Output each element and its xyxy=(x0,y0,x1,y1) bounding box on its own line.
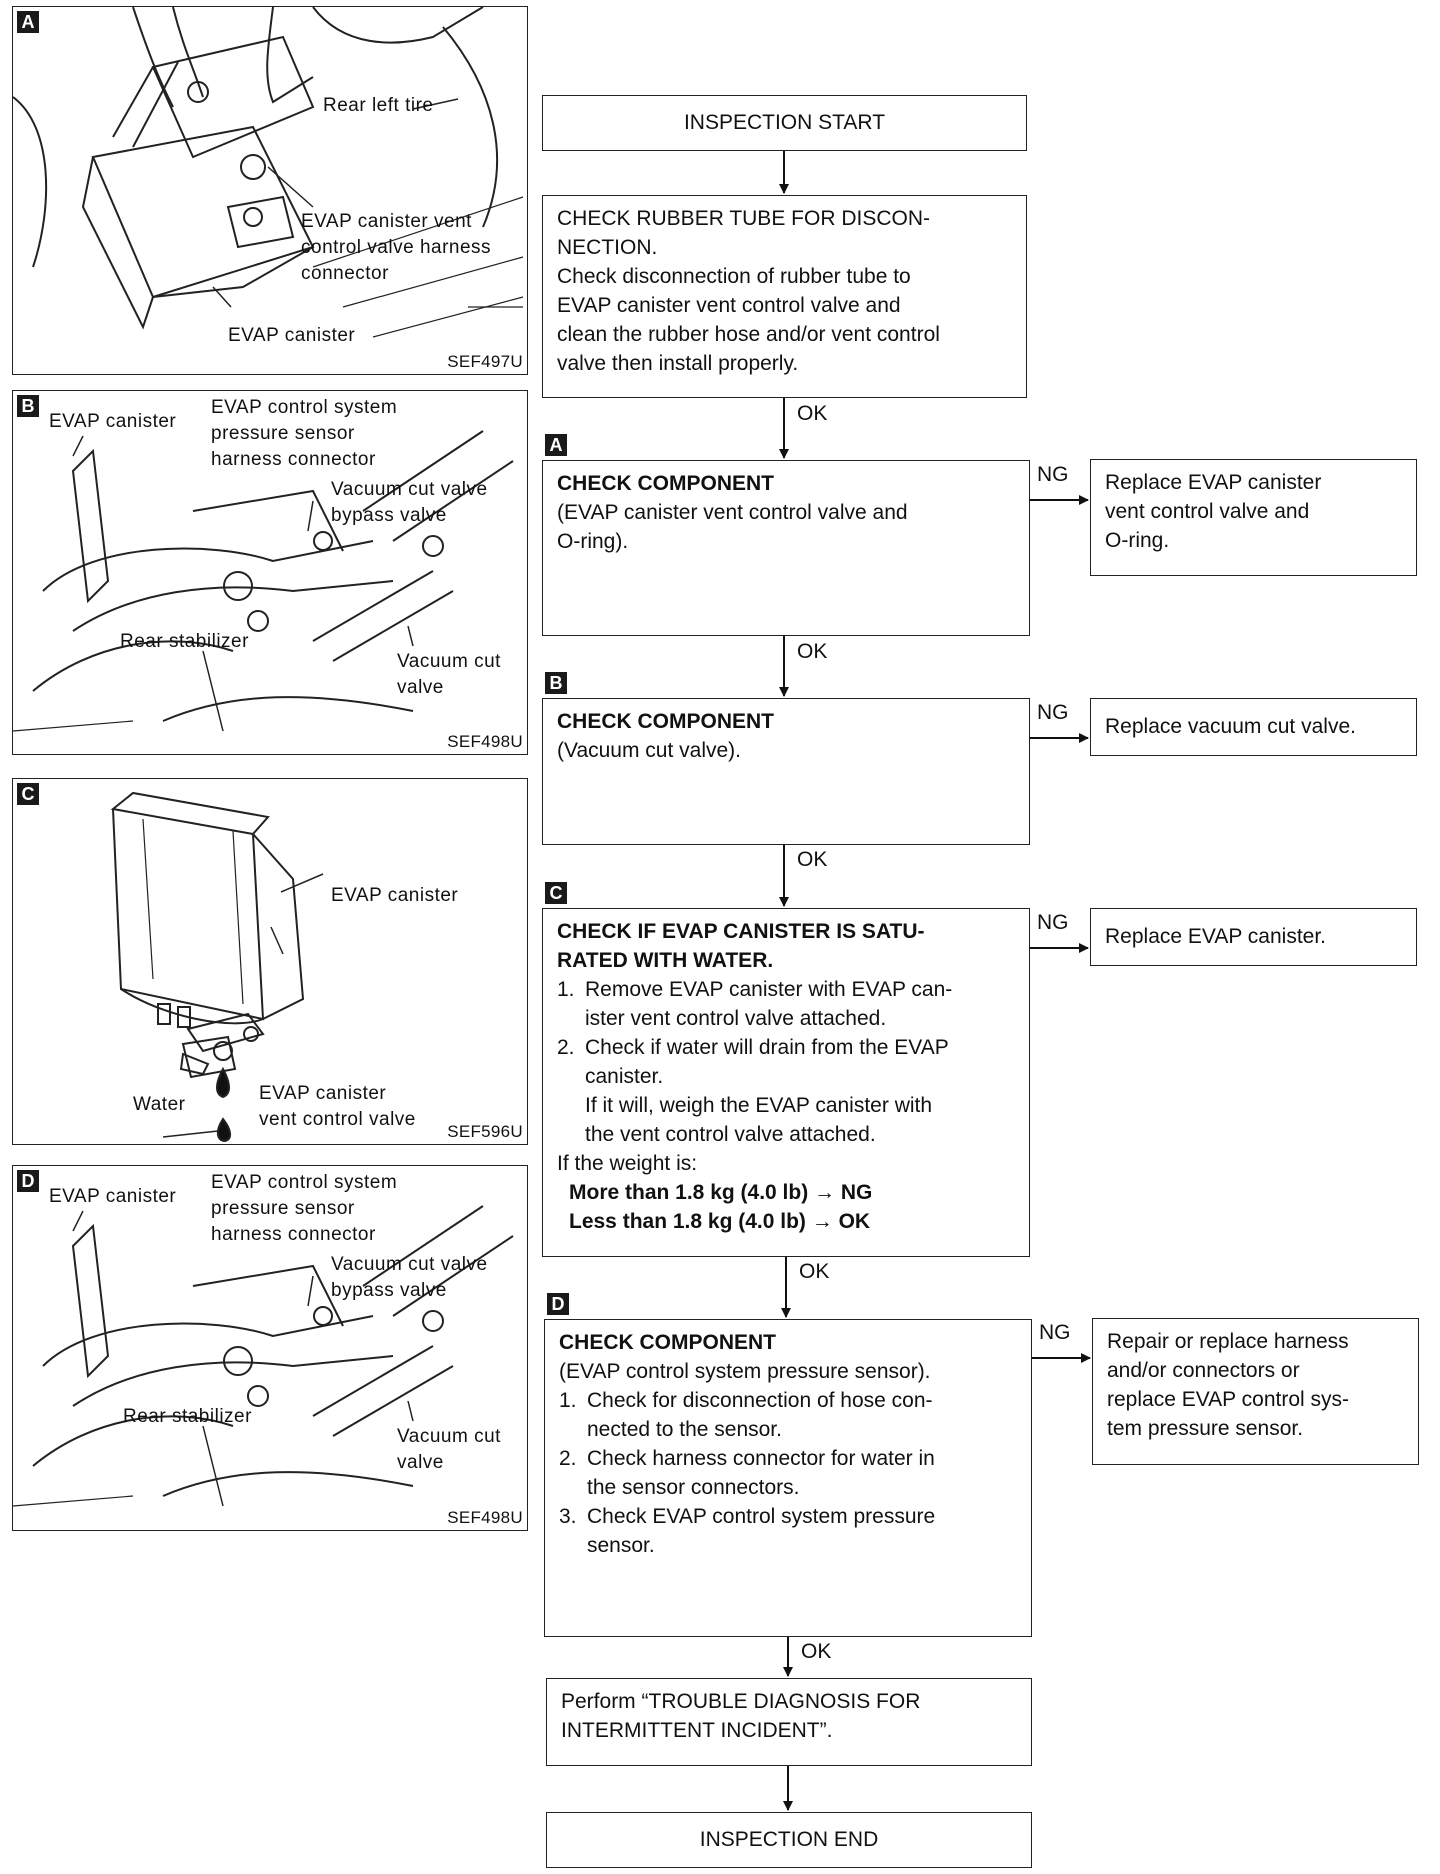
panel-a-tag: A xyxy=(17,11,39,33)
figure-code: SEF498U xyxy=(447,732,523,751)
step-a-tag: A xyxy=(545,434,567,456)
pressure-sensor-connector-label: EVAP control system pressure sensor harn… xyxy=(211,1172,398,1245)
saturation-check-steps: 1. Remove EVAP canister with EVAP can- i… xyxy=(557,975,1015,1149)
check-rubber-tube-body: Check disconnection of rubber tube to EV… xyxy=(557,265,940,375)
bypass-valve-label: Vacuum cut valve bypass valve xyxy=(331,1254,488,1301)
vacuum-cut-valve-illustration xyxy=(13,430,514,732)
ok-label: OK xyxy=(797,402,828,425)
step-number: 2. xyxy=(557,1036,575,1059)
inspection-start-box: INSPECTION START xyxy=(542,95,1027,151)
ok-label: OK xyxy=(801,1640,832,1663)
panel-d-tag: D xyxy=(17,1170,39,1192)
illustration-panel-c: C EVAP canister Water EVAP canister vent… xyxy=(12,778,528,1145)
step-c-tag: C xyxy=(545,882,567,904)
check-canister-saturated-title: CHECK IF EVAP CANISTER IS SATU- RATED WI… xyxy=(557,920,925,972)
weight-intro: If the weight is: xyxy=(557,1152,698,1175)
evap-vent-valve-illustration xyxy=(13,7,524,338)
ng-label: NG xyxy=(1037,463,1069,486)
perform-trouble-diagnosis-box: Perform “TROUBLE DIAGNOSIS FOR INTERMITT… xyxy=(546,1678,1032,1766)
vacuum-cut-valve-label: Vacuum cut valve xyxy=(397,1426,501,1473)
sensor-check-step: 3. Check EVAP control system pressure se… xyxy=(559,1502,1017,1560)
illustration-panel-b: B EVAP canister EVAP control system pres… xyxy=(12,390,528,755)
ng-label: NG xyxy=(1037,701,1069,724)
ok-label: OK xyxy=(799,1260,830,1283)
replace-vent-valve-box: Replace EVAP canister vent control valve… xyxy=(1090,459,1417,576)
weight-ng-criterion: More than 1.8 kg (4.0 lb) → NG xyxy=(569,1181,873,1204)
rear-stabilizer-label: Rear stabilizer xyxy=(120,631,249,652)
check-component-a-box: CHECK COMPONENT (EVAP canister vent cont… xyxy=(542,460,1030,636)
figure-code: SEF497U xyxy=(447,352,523,371)
bypass-valve-label: Vacuum cut valve bypass valve xyxy=(331,479,488,526)
pressure-sensor-connector-label: EVAP control system pressure sensor harn… xyxy=(211,397,398,470)
replace-vacuum-cut-valve-box: Replace vacuum cut valve. xyxy=(1090,698,1417,756)
check-component-b-box: CHECK COMPONENT (Vacuum cut valve). xyxy=(542,698,1030,845)
step-text: Check EVAP control system pressure senso… xyxy=(587,1505,936,1557)
step-number: 2. xyxy=(559,1447,577,1470)
inspection-end-box: INSPECTION END xyxy=(546,1812,1032,1868)
check-component-a-body: (EVAP canister vent control valve and O-… xyxy=(557,501,908,553)
evap-canister-label: EVAP canister xyxy=(49,1186,177,1207)
check-rubber-tube-box: CHECK RUBBER TUBE FOR DISCON- NECTION. C… xyxy=(542,195,1027,398)
step-text: Remove EVAP canister with EVAP can- iste… xyxy=(585,978,953,1030)
pressure-sensor-check-steps: 1. Check for disconnection of hose con- … xyxy=(559,1386,1017,1560)
repair-harness-box: Repair or replace harness and/or connect… xyxy=(1092,1318,1419,1465)
ng-label: NG xyxy=(1037,911,1069,934)
check-component-a-title: CHECK COMPONENT xyxy=(557,472,775,495)
evap-canister-label: EVAP canister xyxy=(49,411,177,432)
evap-canister-label: EVAP canister xyxy=(228,325,356,346)
pressure-sensor-illustration xyxy=(13,1205,514,1507)
vacuum-cut-valve-label: Vacuum cut valve xyxy=(397,651,501,698)
ok-label: OK xyxy=(797,848,828,871)
step-text: Check harness connector for water in the… xyxy=(587,1447,935,1499)
check-rubber-tube-title: CHECK RUBBER TUBE FOR DISCON- NECTION. xyxy=(557,207,930,259)
vent-control-valve-label: EVAP canister vent control valve xyxy=(259,1083,416,1130)
evap-canister-water-illustration xyxy=(110,791,324,1143)
saturation-step: 2. Check if water will drain from the EV… xyxy=(557,1033,1015,1149)
step-number: 1. xyxy=(557,978,575,1001)
step-d-tag: D xyxy=(547,1293,569,1315)
illustration-panel-a: A Rear left tire EVAP canister vent cont… xyxy=(12,6,528,375)
water-label: Water xyxy=(133,1094,186,1115)
rear-stabilizer-label: Rear stabilizer xyxy=(123,1406,252,1427)
figure-code: SEF596U xyxy=(447,1122,523,1141)
replace-evap-canister-box: Replace EVAP canister. xyxy=(1090,908,1417,966)
step-b-tag: B xyxy=(545,672,567,694)
check-pressure-sensor-box: CHECK COMPONENT (EVAP control system pre… xyxy=(544,1319,1032,1637)
ng-label: NG xyxy=(1039,1321,1071,1344)
rear-left-tire-label: Rear left tire xyxy=(323,95,434,116)
saturation-step: 1. Remove EVAP canister with EVAP can- i… xyxy=(557,975,1015,1033)
check-pressure-sensor-title: CHECK COMPONENT xyxy=(559,1331,777,1354)
evap-canister-label: EVAP canister xyxy=(331,885,459,906)
check-canister-saturated-box: CHECK IF EVAP CANISTER IS SATU- RATED WI… xyxy=(542,908,1030,1257)
check-component-b-body: (Vacuum cut valve). xyxy=(557,739,742,762)
panel-b-tag: B xyxy=(17,395,39,417)
panel-c-tag: C xyxy=(17,783,39,805)
illustration-panel-d: D EVAP canister EVAP control system pres… xyxy=(12,1165,528,1531)
check-pressure-sensor-body: (EVAP control system pressure sensor). xyxy=(559,1360,931,1383)
step-text: Check if water will drain from the EVAP … xyxy=(585,1036,949,1146)
sensor-check-step: 2. Check harness connector for water in … xyxy=(559,1444,1017,1502)
vent-valve-connector-label: EVAP canister vent control valve harness… xyxy=(301,211,492,284)
step-number: 3. xyxy=(559,1505,577,1528)
figure-code: SEF498U xyxy=(447,1508,523,1527)
ok-label: OK xyxy=(797,640,828,663)
step-text: Check for disconnection of hose con- nec… xyxy=(587,1389,933,1441)
sensor-check-step: 1. Check for disconnection of hose con- … xyxy=(559,1386,1017,1444)
check-component-b-title: CHECK COMPONENT xyxy=(557,710,775,733)
step-number: 1. xyxy=(559,1389,577,1412)
weight-ok-criterion: Less than 1.8 kg (4.0 lb) → OK xyxy=(569,1210,871,1233)
